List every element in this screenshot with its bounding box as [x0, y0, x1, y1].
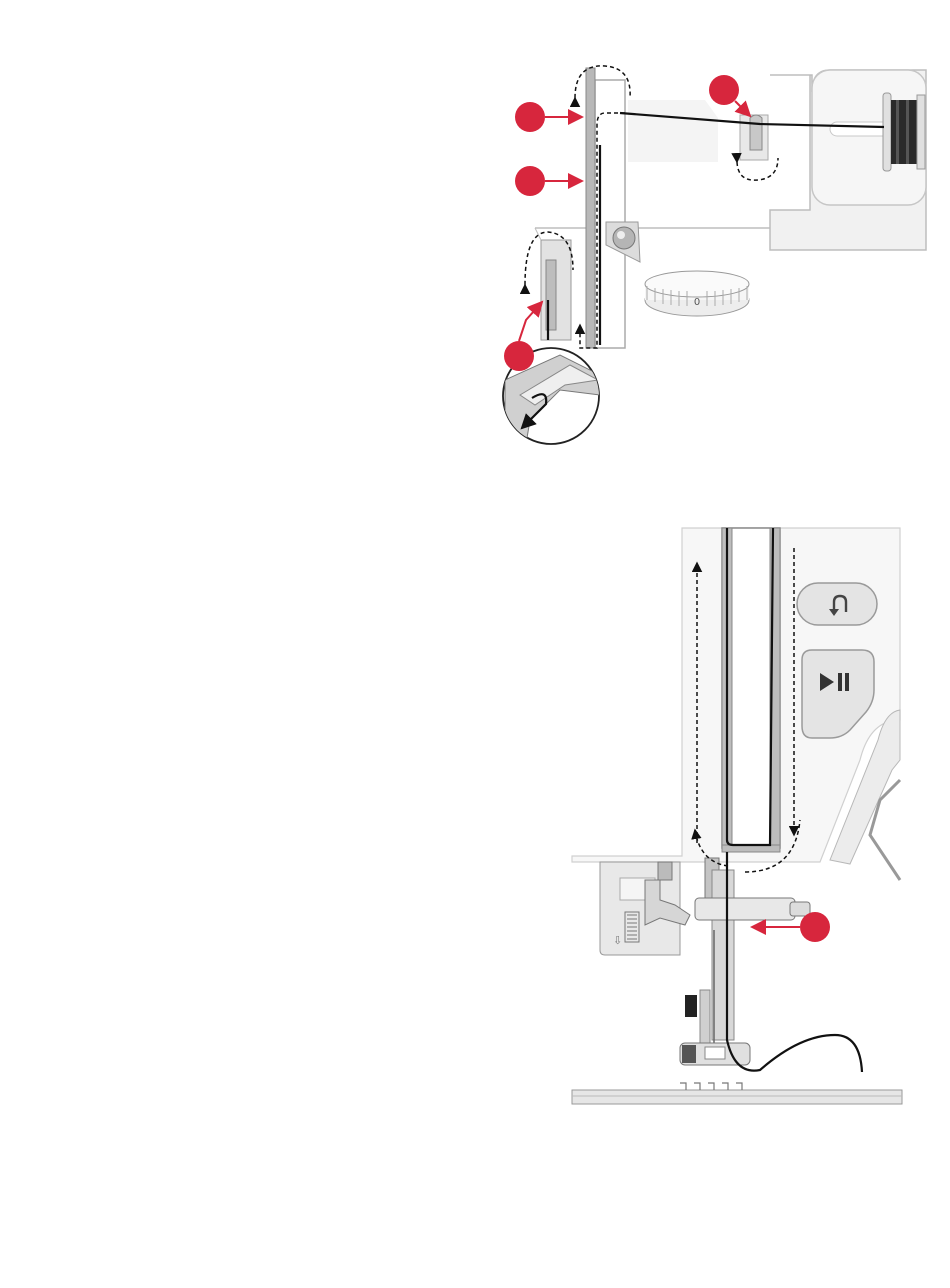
stitch-dial: 0 [645, 271, 749, 316]
dashed-path-tension [737, 158, 778, 180]
panel-shade [628, 100, 718, 162]
needle-plate [572, 1083, 902, 1104]
presser-foot-assembly: ⇩ [600, 862, 690, 955]
take-up-lever [586, 68, 595, 348]
spool-slot [830, 122, 890, 136]
thread-line-needle [727, 852, 862, 1072]
marker-1 [515, 102, 582, 132]
spool-icon [883, 93, 925, 171]
needle-bar-guide [535, 228, 571, 340]
svg-text:⇩: ⇩ [613, 934, 622, 947]
dial-label: 0 [694, 297, 700, 308]
bottom-figure: ⇩ [572, 528, 902, 1104]
marker-2 [515, 166, 582, 196]
top-figure: 0 [503, 66, 926, 450]
reverse-button[interactable] [797, 583, 877, 625]
marker-3 [709, 75, 750, 116]
needle-bar [680, 858, 810, 1065]
